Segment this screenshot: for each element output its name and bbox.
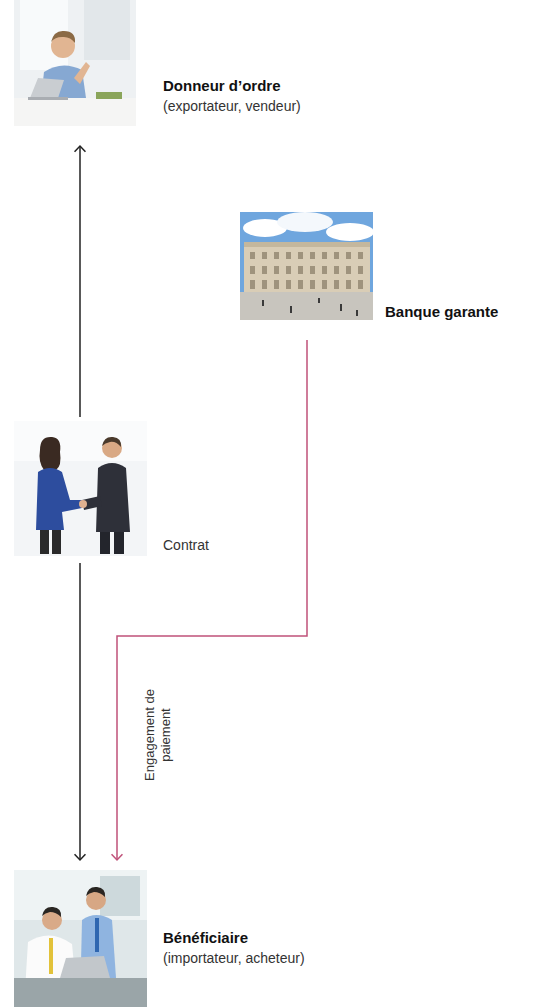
exporter-photo [14,0,136,126]
connector [75,146,86,417]
arrowhead [112,854,123,860]
photo-node: Contrat [14,421,215,559]
bank-photo [240,212,374,320]
handshake-photo [14,421,147,556]
connector-line [117,340,307,860]
photo-node: Banque garante [240,212,505,326]
connector-line [79,146,81,417]
connector [112,340,307,860]
connector [75,563,86,860]
connector-line [79,563,81,860]
edge-label: Engagement de paiement [142,685,174,785]
photo-node: Bénéficiaire(importateur, acheteur) [14,870,311,1007]
node-title: Contrat [163,535,209,555]
arrowhead [75,854,86,860]
node-title: Bénéficiaire [163,928,305,948]
arrowhead [75,146,86,152]
node-title: Banque garante [385,302,498,322]
node-subtitle: (exportateur, vendeur) [163,96,301,116]
node-title: Donneur d’ordre [163,76,301,96]
importer-photo [14,870,147,1007]
node-subtitle: (importateur, acheteur) [163,948,305,968]
photo-node: Donneur d’ordre(exportateur, vendeur) [14,0,307,126]
